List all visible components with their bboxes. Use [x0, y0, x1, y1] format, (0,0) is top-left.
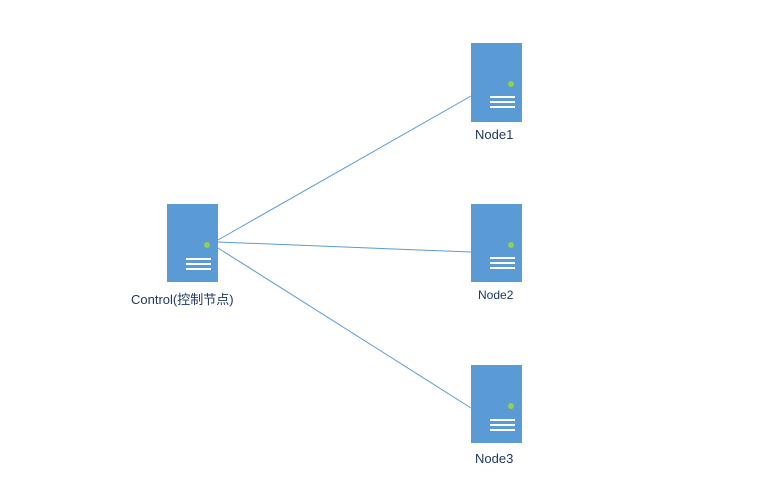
server-body — [471, 365, 522, 443]
vent-line — [186, 268, 211, 270]
vent-line — [490, 419, 515, 421]
server-icon — [471, 365, 522, 443]
status-light — [508, 242, 514, 248]
vent-line — [490, 101, 515, 103]
vent-line — [490, 106, 515, 108]
server-body — [471, 43, 522, 122]
vent-line — [186, 263, 211, 265]
vent-line — [186, 258, 211, 260]
server-body — [471, 204, 522, 282]
vent-line — [490, 429, 515, 431]
status-light — [204, 242, 210, 248]
vent-line — [490, 262, 515, 264]
status-light — [508, 81, 514, 87]
vent-line — [490, 257, 515, 259]
control-node-label: Control(控制节点) — [131, 292, 234, 307]
vent-line — [490, 96, 515, 98]
connector-control-node1 — [217, 95, 472, 241]
server-icon — [471, 204, 522, 282]
status-light — [508, 403, 514, 409]
node3-label: Node3 — [475, 451, 514, 466]
server-body — [167, 204, 218, 282]
connector-control-node3 — [217, 247, 472, 409]
server-icon — [471, 43, 522, 122]
server-icon — [167, 204, 218, 282]
node2-label: Node2 — [478, 288, 514, 302]
connector-control-node2 — [217, 241, 472, 253]
node1-label: Node1 — [475, 127, 514, 142]
vent-line — [490, 267, 515, 269]
vent-line — [490, 424, 515, 426]
